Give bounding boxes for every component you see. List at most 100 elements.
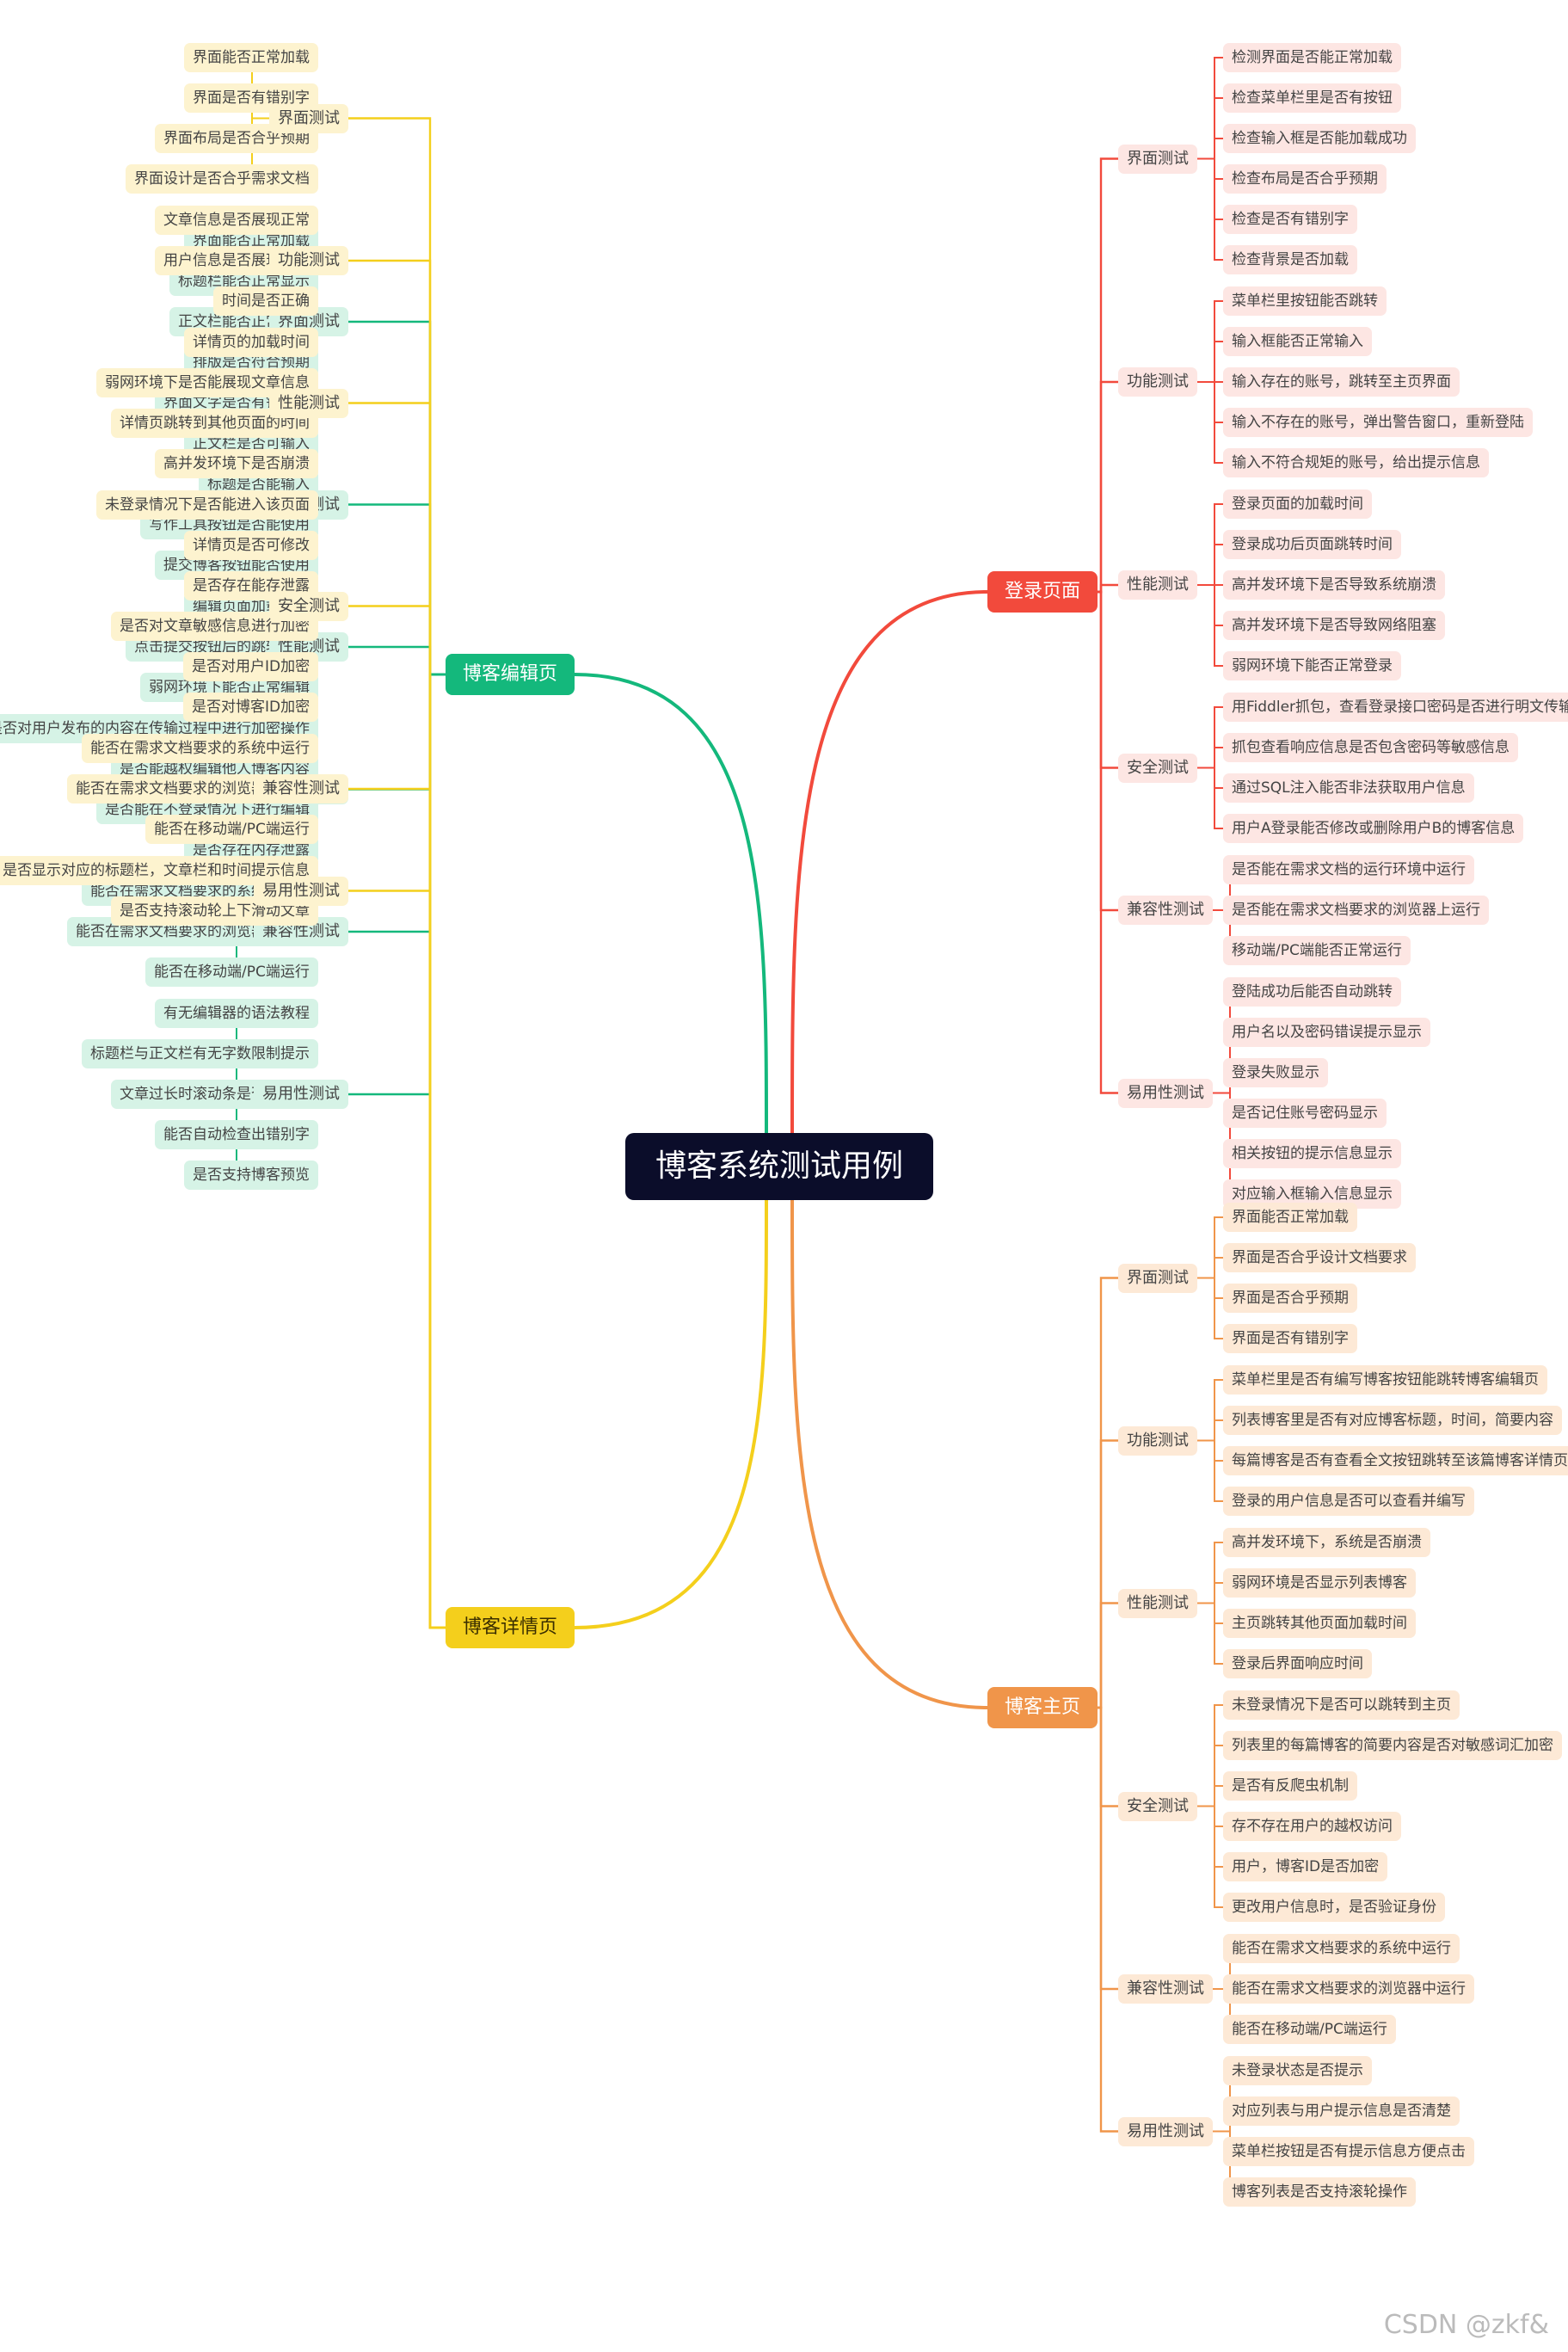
branch-topic[interactable]: 博客详情页	[446, 1607, 575, 1648]
leaf-item[interactable]: 检查布局是否合乎预期	[1223, 164, 1387, 194]
leaf-item[interactable]: 菜单栏按钮是否有提示信息方便点击	[1223, 2137, 1474, 2166]
category-leaf-link	[1197, 706, 1223, 769]
leaf-item[interactable]: 检查背景是否加载	[1223, 245, 1357, 274]
leaf-item[interactable]: 能否自动检查出错别字	[155, 1120, 318, 1149]
leaf-item[interactable]: 有无编辑器的语法教程	[155, 999, 318, 1028]
category-topic[interactable]: 安全测试	[1118, 753, 1197, 783]
leaf-item[interactable]: 主页跳转其他页面加载时间	[1223, 1609, 1416, 1638]
leaf-item[interactable]: 输入不存在的账号，弹出警告窗口，重新登陆	[1223, 408, 1533, 437]
category-topic[interactable]: 兼容性测试	[254, 774, 348, 803]
leaf-item[interactable]: 界面设计是否合乎需求文档	[126, 164, 318, 194]
leaf-item[interactable]: 通过SQL注入能否非法获取用户信息	[1223, 773, 1474, 803]
category-topic[interactable]: 功能测试	[1118, 367, 1197, 397]
leaf-item[interactable]: 能否在需求文档要求的浏览器中运行	[1223, 1974, 1474, 2004]
leaf-item[interactable]: 高并发环境下，系统是否崩溃	[1223, 1528, 1430, 1557]
leaf-item[interactable]: 用户名以及密码错误提示显示	[1223, 1018, 1430, 1047]
leaf-item[interactable]: 每篇博客是否有查看全文按钮跳转至该篇博客详情页	[1223, 1446, 1568, 1475]
leaf-item[interactable]: 界面能否正常加载	[1223, 1203, 1357, 1232]
leaf-item[interactable]: 弱网环境是否显示列表博客	[1223, 1568, 1416, 1598]
leaf-item[interactable]: 登陆成功后能否自动跳转	[1223, 977, 1401, 1007]
leaf-item[interactable]: 能否在需求文档要求的系统中运行	[82, 734, 318, 763]
category-topic[interactable]: 功能测试	[269, 246, 348, 275]
category-leaf-link	[1197, 1602, 1223, 1665]
branch-topic[interactable]: 博客主页	[987, 1687, 1098, 1728]
leaf-item[interactable]: 能否在需求文档要求的系统中运行	[1223, 1934, 1460, 1963]
leaf-item[interactable]: 未登录状态是否提示	[1223, 2056, 1372, 2085]
category-topic[interactable]: 易用性测试	[254, 1080, 348, 1109]
leaf-item[interactable]: 高并发环境下是否导致网络阻塞	[1223, 611, 1445, 640]
leaf-item[interactable]: 未登录情况下是否能进入该页面	[96, 490, 318, 520]
leaf-item[interactable]: 登录成功后页面跳转时间	[1223, 530, 1401, 559]
branch-topic[interactable]: 登录页面	[987, 571, 1098, 613]
leaf-item[interactable]: 输入不符合规矩的账号，给出提示信息	[1223, 448, 1489, 477]
leaf-item[interactable]: 用户A登录能否修改或删除用户B的博客信息	[1223, 814, 1524, 843]
leaf-item[interactable]: 详情页是否可修改	[184, 531, 318, 560]
leaf-item[interactable]: 相关按钮的提示信息显示	[1223, 1139, 1401, 1168]
leaf-item[interactable]: 能否在移动端/PC端运行	[145, 815, 318, 844]
leaf-item[interactable]: 博客列表是否支持滚轮操作	[1223, 2177, 1416, 2207]
leaf-item[interactable]: 是否对博客ID加密	[183, 693, 319, 722]
leaf-item[interactable]: 抓包查看响应信息是否包含密码等敏感信息	[1223, 733, 1518, 762]
leaf-item[interactable]: 界面是否有错别字	[1223, 1324, 1357, 1353]
leaf-item[interactable]: 列表里的每篇博客的简要内容是否对敏感词汇加密	[1223, 1731, 1562, 1760]
leaf-item[interactable]: 更改用户信息时，是否验证身份	[1223, 1893, 1445, 1922]
leaf-item[interactable]: 用户，博客ID是否加密	[1223, 1852, 1388, 1881]
category-topic[interactable]: 界面测试	[269, 103, 348, 133]
category-leaf-link	[1197, 1419, 1223, 1442]
category-topic[interactable]: 安全测试	[269, 591, 348, 621]
leaf-item[interactable]: 对应列表与用户提示信息是否清楚	[1223, 2096, 1460, 2126]
leaf-item[interactable]: 是否支持博客预览	[184, 1161, 318, 1190]
leaf-item[interactable]: 详情页跳转到其他页面的时间	[111, 409, 318, 438]
category-topic[interactable]: 易用性测试	[1118, 2116, 1213, 2146]
leaf-item[interactable]: 列表博客里是否有对应博客标题，时间，简要内容	[1223, 1406, 1562, 1435]
leaf-item[interactable]: 界面是否合乎设计文档要求	[1223, 1243, 1416, 1272]
leaf-item[interactable]: 菜单栏里是否有编写博客按钮能跳转博客编辑页	[1223, 1365, 1547, 1395]
category-topic[interactable]: 易用性测试	[1118, 1078, 1213, 1108]
leaf-item[interactable]: 检查输入框是否能加载成功	[1223, 124, 1416, 153]
leaf-item[interactable]: 是否能在需求文档的运行环境中运行	[1223, 855, 1474, 884]
leaf-item[interactable]: 能否在移动端/PC端运行	[145, 957, 318, 987]
leaf-item[interactable]: 高并发环境下是否导致系统崩溃	[1223, 570, 1445, 600]
leaf-item[interactable]: 登录后界面响应时间	[1223, 1649, 1372, 1678]
leaf-item[interactable]: 详情页的加载时间	[184, 328, 318, 357]
leaf-item[interactable]: 未登录情况下是否可以跳转到主页	[1223, 1690, 1460, 1720]
category-topic[interactable]: 功能测试	[1118, 1425, 1197, 1456]
branch-topic[interactable]: 博客编辑页	[446, 654, 575, 695]
category-topic[interactable]: 安全测试	[1118, 1791, 1197, 1821]
leaf-item[interactable]: 文章信息是否展现正常	[155, 206, 318, 235]
leaf-item[interactable]: 对应输入框输入信息显示	[1223, 1179, 1401, 1209]
leaf-item[interactable]: 输入框能否正常输入	[1223, 327, 1372, 356]
root-branch-link	[790, 1199, 988, 1709]
category-topic[interactable]: 兼容性测试	[1118, 1974, 1213, 2004]
category-topic[interactable]: 性能测试	[1118, 1588, 1197, 1618]
leaf-item[interactable]: 用Fiddler抓包，查看登录接口密码是否进行明文传输	[1223, 693, 1568, 722]
leaf-item[interactable]: 是否记住账号密码显示	[1223, 1099, 1387, 1128]
leaf-item[interactable]: 是否能在需求文档要求的浏览器上运行	[1223, 896, 1489, 925]
leaf-item[interactable]: 登录的用户信息是否可以查看并编写	[1223, 1487, 1474, 1516]
leaf-item[interactable]: 时间是否正确	[213, 286, 318, 316]
leaf-item[interactable]: 界面能否正常加载	[184, 43, 318, 72]
leaf-item[interactable]: 弱网环境下能否正常登录	[1223, 651, 1401, 680]
category-topic[interactable]: 性能测试	[1118, 570, 1197, 600]
leaf-item[interactable]: 检测界面是否能正常加载	[1223, 43, 1401, 72]
leaf-item[interactable]: 高并发环境下是否崩溃	[155, 449, 318, 478]
leaf-item[interactable]: 能否在移动端/PC端运行	[1223, 2015, 1396, 2044]
leaf-item[interactable]: 登录页面的加载时间	[1223, 489, 1372, 519]
leaf-item[interactable]: 是否对用户ID加密	[183, 652, 319, 681]
leaf-item[interactable]: 界面是否合乎预期	[1223, 1284, 1357, 1313]
leaf-item[interactable]: 检查菜单栏里是否有按钮	[1223, 83, 1401, 113]
leaf-item[interactable]: 存不存在用户的越权访问	[1223, 1812, 1401, 1841]
leaf-item[interactable]: 是否有反爬虫机制	[1223, 1771, 1357, 1801]
category-topic[interactable]: 性能测试	[269, 388, 348, 418]
leaf-item[interactable]: 检查是否有错别字	[1223, 205, 1357, 234]
category-topic[interactable]: 界面测试	[1118, 144, 1197, 174]
leaf-item[interactable]: 菜单栏里按钮能否跳转	[1223, 286, 1387, 316]
leaf-item[interactable]: 标题栏与正文栏有无字数限制提示	[82, 1039, 318, 1068]
category-topic[interactable]: 界面测试	[1118, 1263, 1197, 1293]
leaf-item[interactable]: 弱网环境下是否能展现文章信息	[96, 368, 318, 397]
category-topic[interactable]: 兼容性测试	[1118, 896, 1213, 925]
leaf-item[interactable]: 移动端/PC端能否正常运行	[1223, 936, 1411, 965]
category-topic[interactable]: 易用性测试	[254, 876, 348, 906]
leaf-item[interactable]: 登录失败显示	[1223, 1058, 1328, 1087]
leaf-item[interactable]: 输入存在的账号，跳转至主页界面	[1223, 367, 1460, 397]
